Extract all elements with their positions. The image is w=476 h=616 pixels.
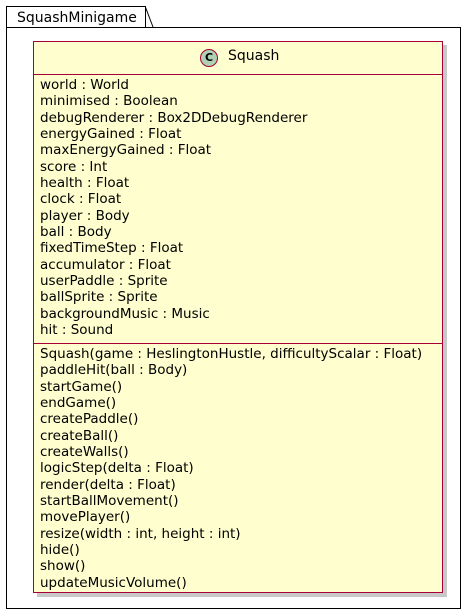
class-field: hit : Sound xyxy=(40,321,114,338)
class-method: createBall() xyxy=(40,427,119,444)
class-method: startGame() xyxy=(40,378,123,395)
class-header: C Squash xyxy=(34,42,442,74)
class-method: startBallMovement() xyxy=(40,492,179,509)
class-field: accumulator : Float xyxy=(40,256,171,273)
class-method: movePlayer() xyxy=(40,509,131,526)
class-method: resize(width : int, height : int) xyxy=(40,525,241,542)
class-field: energyGained : Float xyxy=(40,125,182,142)
class-method: createWalls() xyxy=(40,443,129,460)
class-field: minimised : Boolean xyxy=(40,93,178,110)
class-field: world : World xyxy=(40,77,129,93)
class-field: ball : Body xyxy=(40,223,112,240)
methods-compartment: Squash(game : HeslingtonHustle, difficul… xyxy=(40,346,422,591)
class-method: hide() xyxy=(40,541,80,558)
class-field: fixedTimeStep : Float xyxy=(40,240,184,257)
class-stereotype-icon: C xyxy=(200,49,218,67)
class-field: backgroundMusic : Music xyxy=(40,305,210,322)
package-tab: SquashMinigame xyxy=(6,6,146,28)
class-name: Squash xyxy=(228,48,280,64)
package-tab-corner xyxy=(145,6,154,28)
class-method: createPaddle() xyxy=(40,411,139,428)
class-method: updateMusicVolume() xyxy=(40,574,187,591)
class-field: clock : Float xyxy=(40,191,122,208)
package-name: SquashMinigame xyxy=(17,10,137,26)
class-method: logicStep(delta : Float) xyxy=(40,460,194,477)
class-method: paddleHit(ball : Body) xyxy=(40,362,188,379)
class-field: player : Body xyxy=(40,207,130,224)
class-field: health : Float xyxy=(40,174,130,191)
class-field: debugRenderer : Box2DDebugRenderer xyxy=(40,109,308,126)
header-divider xyxy=(34,74,442,75)
class-method: Squash(game : HeslingtonHustle, difficul… xyxy=(40,346,423,362)
class-method: endGame() xyxy=(40,394,117,411)
class-field: maxEnergyGained : Float xyxy=(40,142,212,159)
class-field: score : Int xyxy=(40,158,108,175)
class-field: ballSprite : Sprite xyxy=(40,289,158,306)
class-field: userPaddle : Sprite xyxy=(40,272,168,289)
fields-methods-divider xyxy=(34,343,442,344)
class-method: render(delta : Float) xyxy=(40,476,176,493)
class-method: show() xyxy=(40,558,86,575)
